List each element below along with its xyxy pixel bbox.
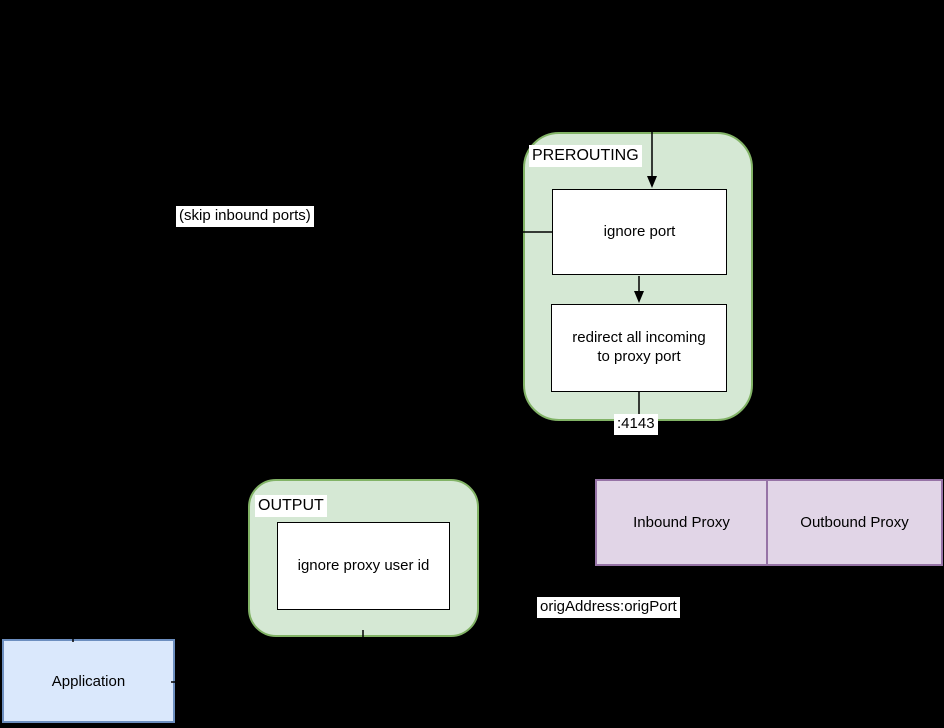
inbound-proxy-box: Inbound Proxy xyxy=(595,479,768,566)
application-box: Application xyxy=(2,639,175,723)
arrow-redirect-to-inbound-head xyxy=(634,466,644,478)
outbound-proxy-label: Outbound Proxy xyxy=(800,514,909,531)
outbound-proxy-box: Outbound Proxy xyxy=(766,479,943,566)
rule-redirect-all-incoming: redirect all incoming to proxy port xyxy=(551,304,727,392)
orig-destination-label: origAddress:origPort xyxy=(537,597,680,618)
inbound-proxy-label: Inbound Proxy xyxy=(633,514,730,531)
skip-inbound-ports-label: (skip inbound ports) xyxy=(176,206,314,227)
rule-ignore-proxy-user-id: ignore proxy user id xyxy=(277,522,450,610)
rule-ignore-port: ignore port xyxy=(552,189,727,275)
proxy-port-label: :4143 xyxy=(614,414,658,435)
application-label: Application xyxy=(51,672,126,690)
output-title: OUTPUT xyxy=(255,495,327,517)
prerouting-title: PREROUTING xyxy=(529,145,642,167)
